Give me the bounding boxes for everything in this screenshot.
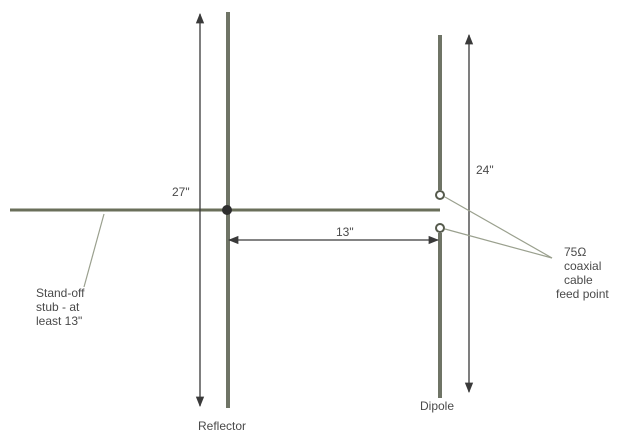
reflector-height-label: 27" [172, 185, 190, 199]
dipole-height-label: 24" [476, 163, 494, 177]
standoff-leader-line [83, 213, 105, 288]
feedpoint-label-line: feed point [556, 287, 609, 301]
standoff-label: Stand-off stub - at least 13" [36, 286, 88, 328]
feedpoint-label-line: cable [564, 273, 593, 287]
feedpoint-label: 75Ω coaxial cable feed point [556, 245, 609, 301]
junction-dot [222, 205, 232, 215]
standoff-label-line: stub - at [36, 300, 80, 314]
standoff-label-line: Stand-off [36, 286, 85, 300]
reflector-label: Reflector [198, 419, 246, 433]
dipole-upper-terminal [435, 190, 445, 200]
spacing-label: 13" [336, 225, 354, 239]
feedpoint-label-line: coaxial [564, 259, 601, 273]
feedpoint-leader-upper [444, 196, 553, 259]
dipole-lower-terminal [435, 223, 445, 233]
dipole-label: Dipole [420, 399, 454, 413]
feedpoint-label-line: 75Ω [564, 245, 586, 259]
feedpoint-leader-lower [444, 228, 553, 259]
standoff-label-line: least 13" [36, 314, 82, 328]
